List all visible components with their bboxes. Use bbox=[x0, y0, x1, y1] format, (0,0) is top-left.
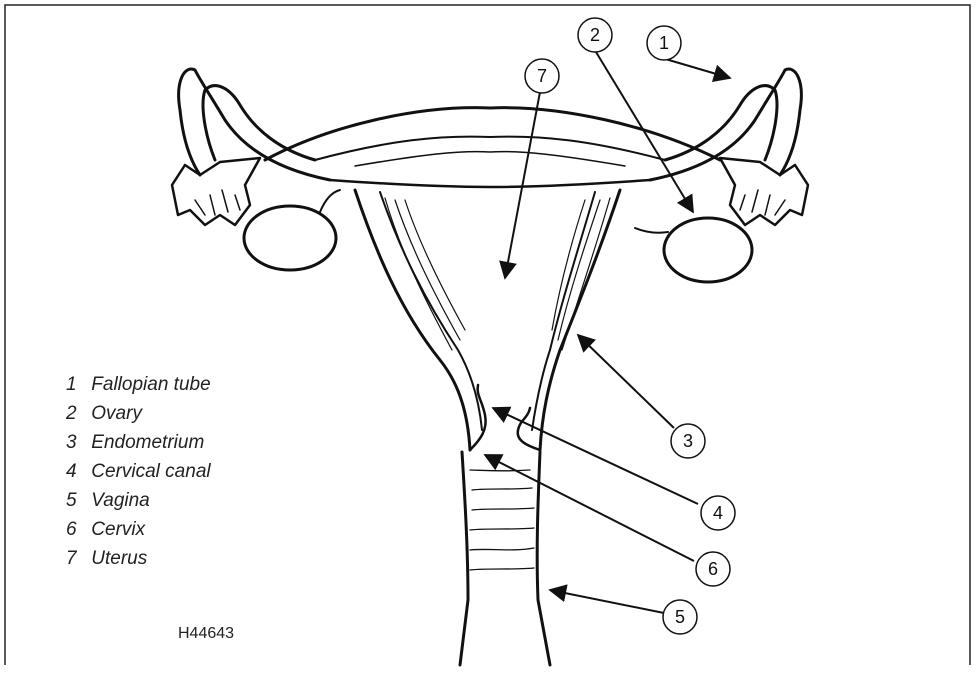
arrow-2 bbox=[596, 52, 693, 212]
svg-text:4: 4 bbox=[713, 503, 723, 523]
svg-text:7: 7 bbox=[537, 66, 547, 86]
right-fimbriae bbox=[720, 158, 808, 225]
legend-item: 4 Cervical canal bbox=[66, 457, 211, 486]
left-fimbriae bbox=[172, 158, 260, 225]
uterus-right-wall bbox=[540, 190, 620, 450]
right-ovary bbox=[664, 218, 752, 282]
arrow-1 bbox=[662, 58, 730, 78]
svg-text:1: 1 bbox=[659, 33, 669, 53]
callout-5: 5 bbox=[663, 600, 697, 634]
left-ovary bbox=[244, 206, 336, 270]
uterus-left-wall bbox=[355, 190, 470, 450]
legend-item: 5 Vagina bbox=[66, 486, 211, 515]
legend-item: 7 Uterus bbox=[66, 544, 211, 573]
legend-item: 1 Fallopian tube bbox=[66, 370, 211, 399]
legend: 1 Fallopian tube 2 Ovary 3 Endometrium 4… bbox=[66, 370, 211, 573]
callout-1: 1 bbox=[647, 26, 681, 60]
arrow-6 bbox=[485, 455, 694, 561]
svg-text:5: 5 bbox=[675, 607, 685, 627]
legend-item: 6 Cervix bbox=[66, 515, 211, 544]
arrow-5 bbox=[550, 590, 664, 613]
vagina-left bbox=[460, 452, 468, 665]
figure-code: H44643 bbox=[178, 625, 234, 643]
svg-text:3: 3 bbox=[683, 431, 693, 451]
cervix-left bbox=[470, 385, 486, 450]
legend-item: 2 Ovary bbox=[66, 399, 211, 428]
callout-3: 3 bbox=[671, 424, 705, 458]
callout-6: 6 bbox=[696, 552, 730, 586]
callout-7: 7 bbox=[525, 59, 559, 93]
callout-2: 2 bbox=[578, 18, 612, 52]
callout-4: 4 bbox=[701, 496, 735, 530]
legend-item: 3 Endometrium bbox=[66, 428, 211, 457]
svg-text:2: 2 bbox=[590, 25, 600, 45]
svg-text:6: 6 bbox=[708, 559, 718, 579]
arrow-3 bbox=[578, 335, 674, 428]
